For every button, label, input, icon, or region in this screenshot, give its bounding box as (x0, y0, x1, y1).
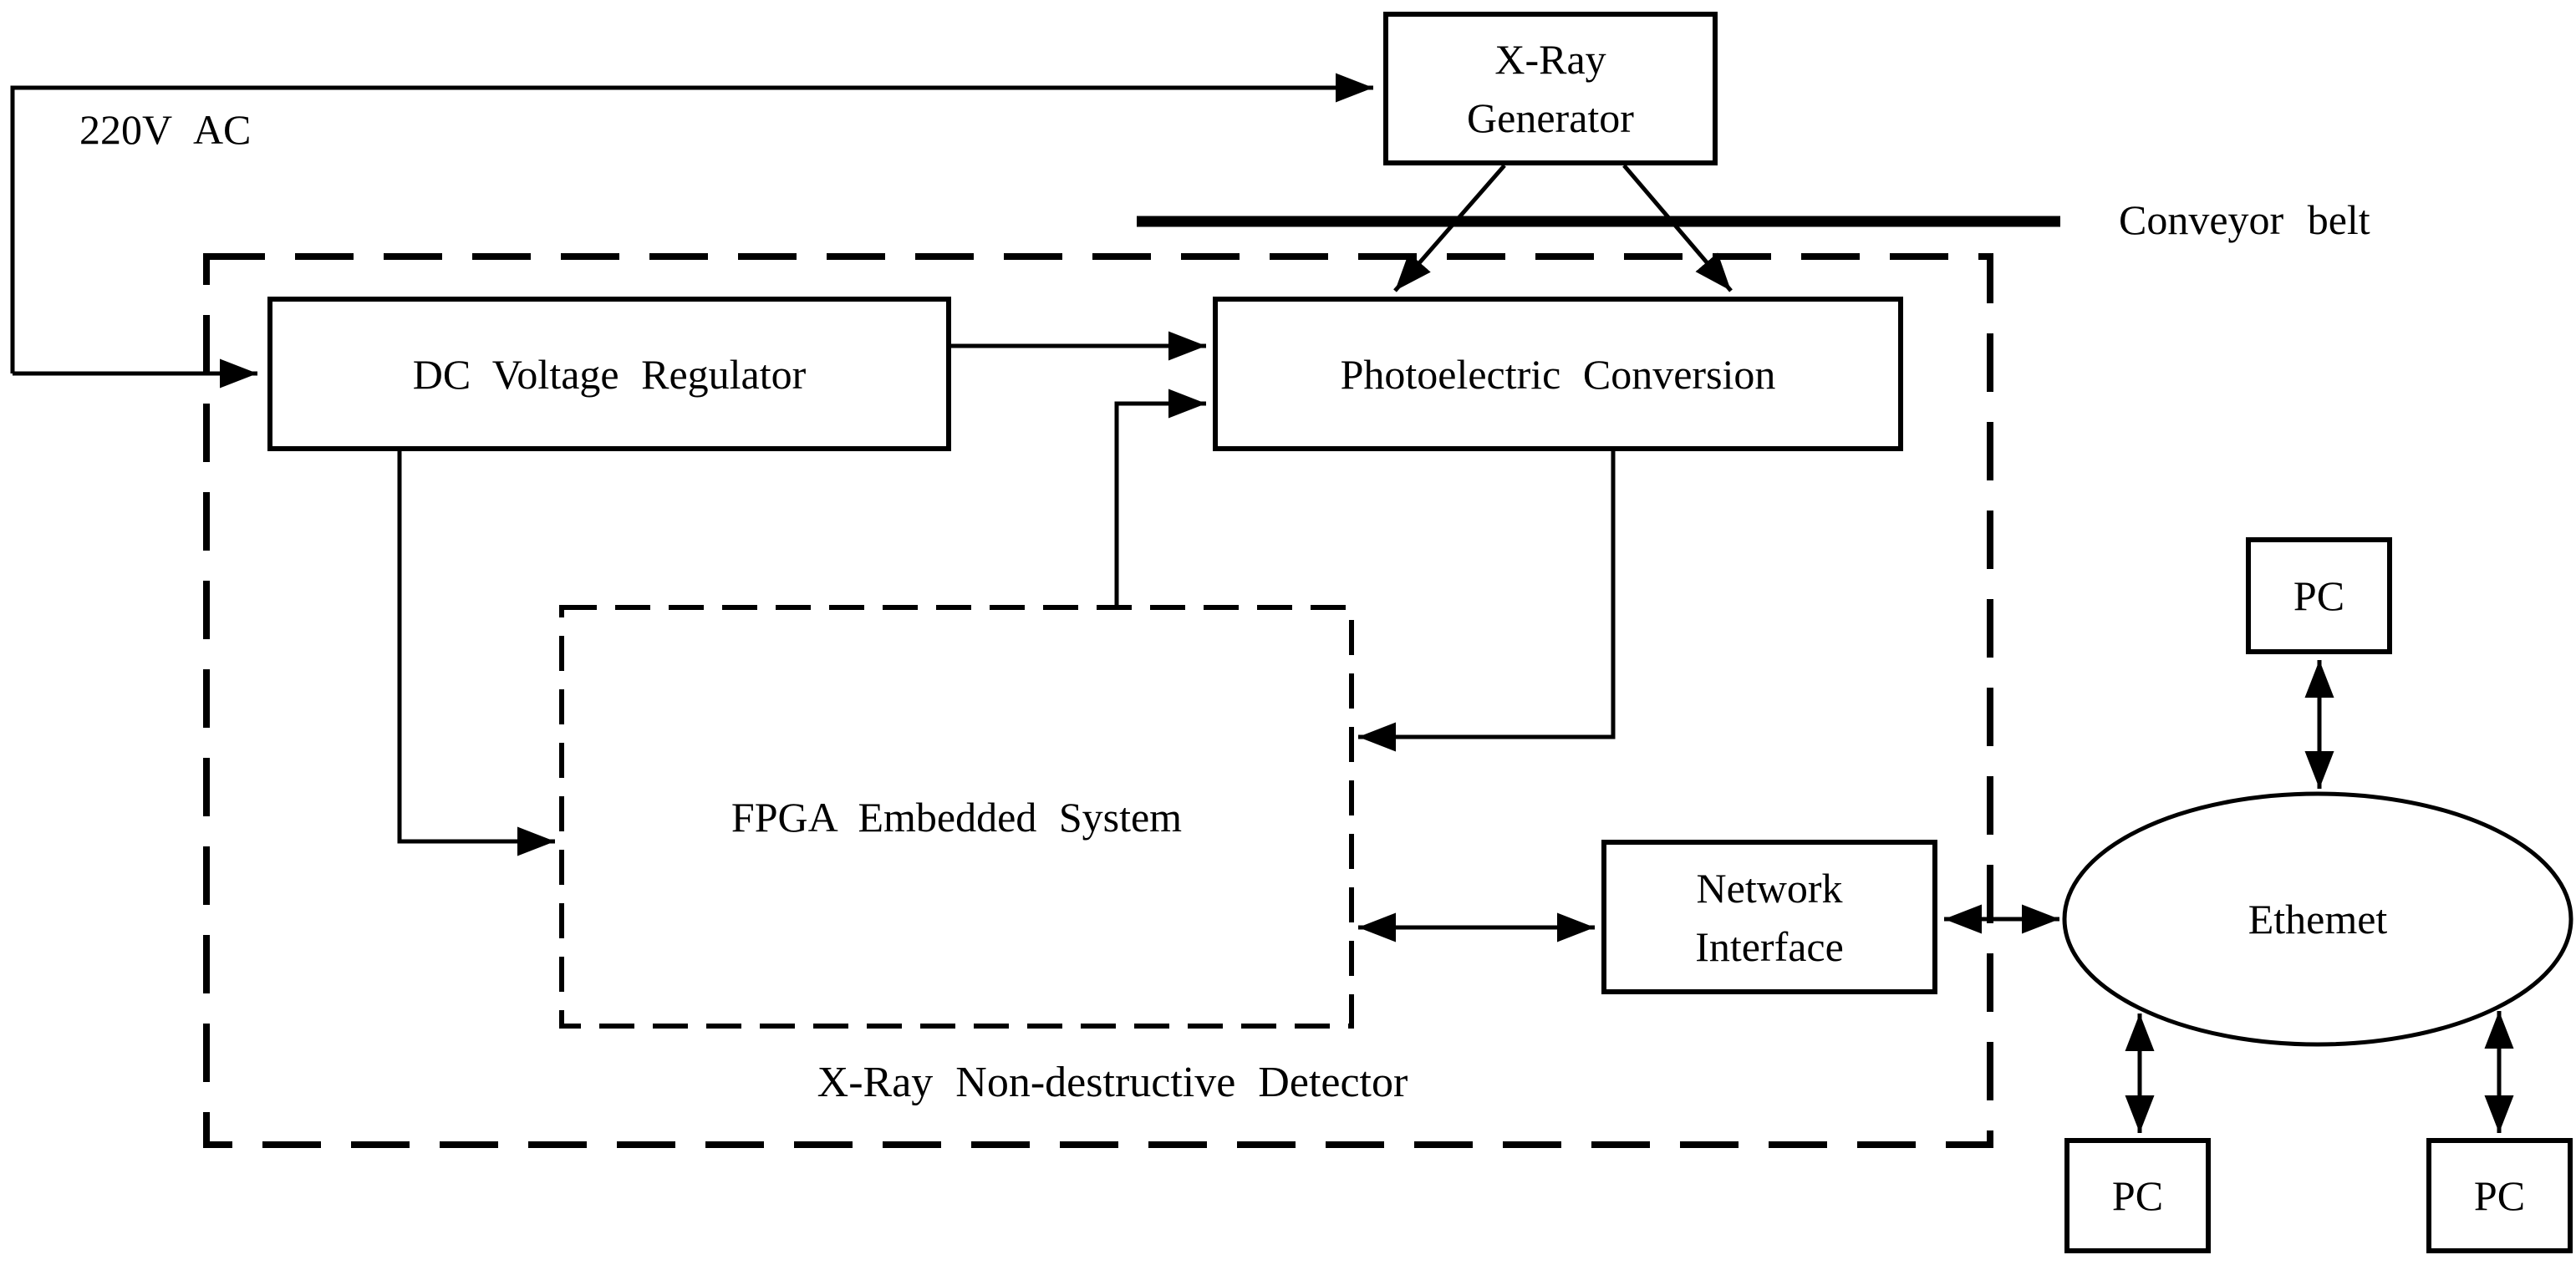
power-source-label: 220V AC (79, 106, 252, 153)
wire-mains-to-xray-generator (10, 73, 1373, 373)
dc-voltage-regulator-box: DC Voltage Regulator (267, 297, 951, 451)
dc-voltage-regulator-label: DC Voltage Regulator (412, 350, 807, 398)
pc-top-label: PC (2293, 572, 2345, 619)
pc-bottom-left-label: PC (2111, 1172, 2164, 1219)
xray-beam-left (1393, 164, 1506, 292)
ethernet-label: Ethemet (2248, 896, 2388, 942)
pc-top-box: PC (2246, 537, 2392, 654)
wire-fpga-to-photoelectric (1114, 389, 1206, 607)
fpga-embedded-system-label: FPGA Embedded System (731, 793, 1183, 841)
xray-generator-label-line2: Generator (1467, 94, 1634, 141)
ethernet-ellipse (2062, 791, 2573, 1047)
photoelectric-conversion-label: Photoelectric Conversion (1340, 350, 1776, 398)
wire-photoelectric-to-fpga (1358, 451, 1616, 752)
network-interface-box: Network Interface (1601, 840, 1937, 994)
fpga-dashed-box (559, 605, 1354, 1029)
wire-dc-to-fpga (397, 451, 555, 856)
xray-beam-right (1622, 164, 1733, 292)
xray-generator-label-line1: X-Ray (1494, 36, 1606, 83)
detector-caption: X-Ray Non-destructive Detector (817, 1058, 1408, 1106)
pc-bottom-right-label: PC (2473, 1172, 2526, 1219)
pc-bottom-left-box: PC (2064, 1138, 2211, 1253)
network-interface-label-line1: Network (1696, 864, 1843, 912)
xray-generator-box: X-Ray Generator (1383, 12, 1718, 165)
detector-dashed-boundary (203, 253, 1993, 1148)
network-interface-label-line2: Interface (1695, 922, 1844, 970)
pc-bottom-right-box: PC (2426, 1138, 2573, 1253)
conveyor-belt-label: Conveyor belt (2119, 196, 2370, 243)
photoelectric-conversion-box: Photoelectric Conversion (1213, 297, 1903, 451)
